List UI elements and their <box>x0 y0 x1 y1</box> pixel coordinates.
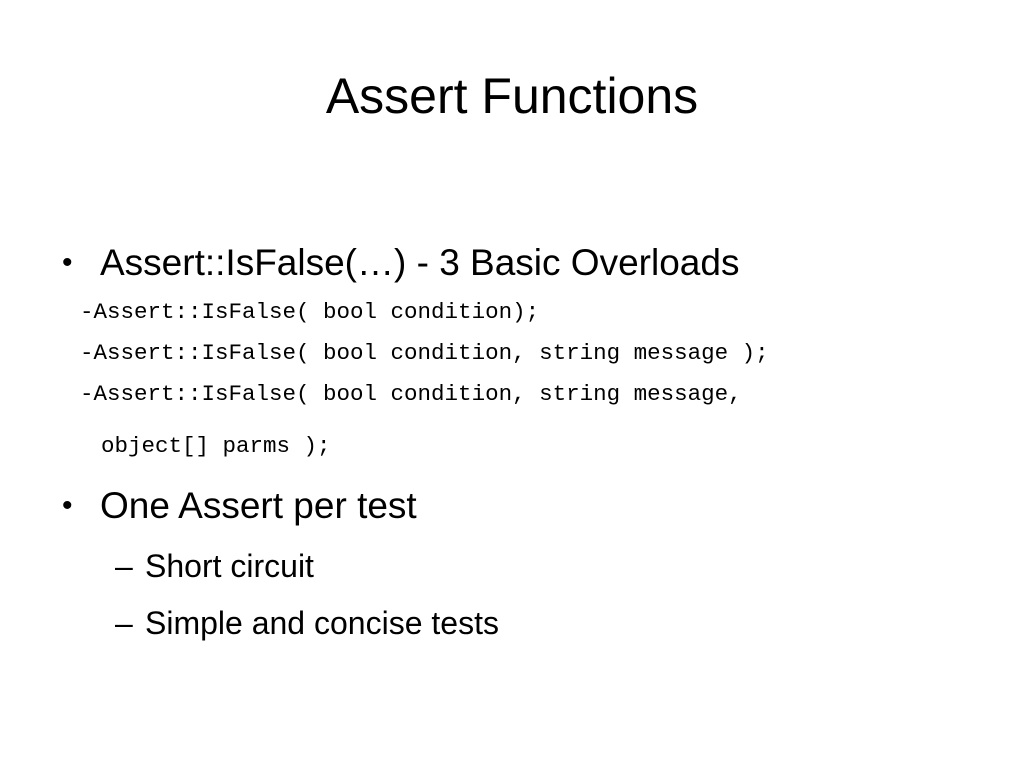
bullet-item-one-assert: • One Assert per test <box>62 484 417 528</box>
code-line-2: -Assert::IsFalse( bool condition, string… <box>80 340 769 366</box>
code-line-3-continuation: object[] parms ); <box>101 433 331 459</box>
bullet-text: One Assert per test <box>100 485 417 526</box>
sub-item-marker: – <box>115 605 133 641</box>
sub-item-simple-tests: –Simple and concise tests <box>115 604 499 642</box>
bullet-item-overloads: • Assert::IsFalse(…) - 3 Basic Overloads <box>62 241 739 285</box>
sub-item-short-circuit: –Short circuit <box>115 547 314 585</box>
sub-item-marker: – <box>115 548 133 584</box>
sub-item-text: Short circuit <box>145 548 314 584</box>
slide-title: Assert Functions <box>325 68 699 124</box>
bullet-text: Assert::IsFalse(…) - 3 Basic Overloads <box>100 242 740 283</box>
code-line-1: -Assert::IsFalse( bool condition); <box>80 299 540 325</box>
bullet-marker: • <box>62 489 73 522</box>
bullet-marker: • <box>62 246 73 279</box>
sub-item-text: Simple and concise tests <box>145 605 499 641</box>
code-line-3: -Assert::IsFalse( bool condition, string… <box>80 381 742 407</box>
